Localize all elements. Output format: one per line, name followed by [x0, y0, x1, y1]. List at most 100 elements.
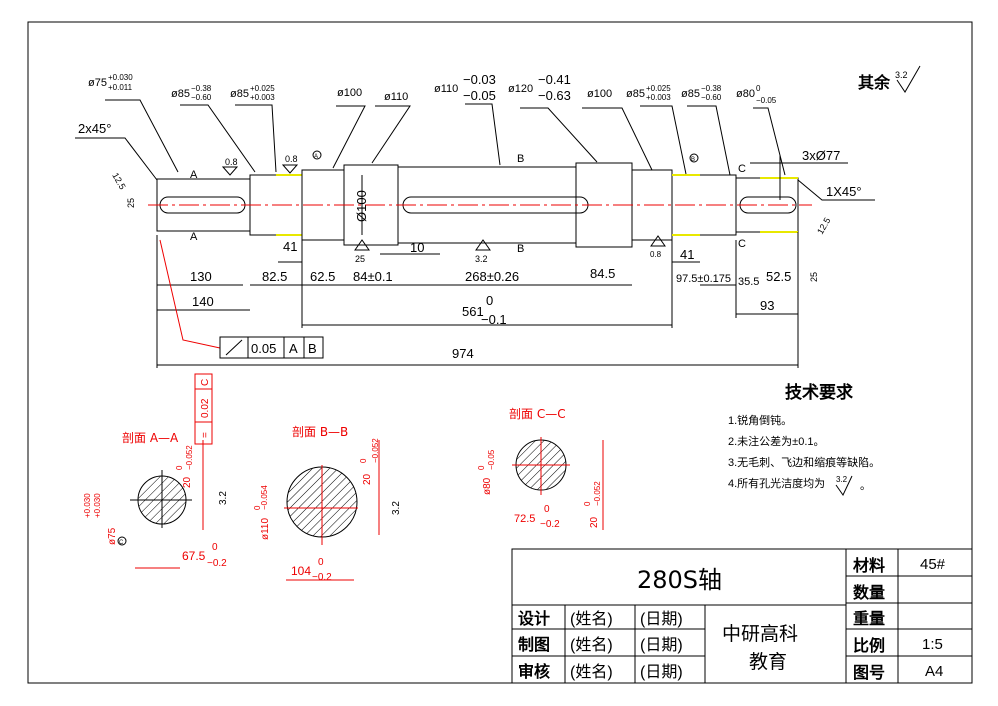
drawing-dims-d84-text: 84±0.1 [353, 269, 393, 284]
drawing-roughness-4-text: 3.2 [475, 254, 488, 264]
sections-bb-key_up-text: 0 [359, 458, 368, 463]
drawing-dims-d52_5-text: 52.5 [766, 269, 791, 284]
drawing-section_marks-b-text: B [517, 243, 524, 255]
title_block-rows-1-role-text: 制图 [518, 636, 550, 654]
title_block-rows-1-name-text: (姓名) [570, 636, 613, 654]
sections-cc-dia_up-text: 0 [477, 465, 486, 470]
sections-aa-depth-text: 67.5 [182, 549, 206, 563]
drawing-symmetry_frame-tolerance-text: 0.02 [200, 398, 211, 418]
title_block-fields-4-label-text: 图号 [853, 664, 885, 682]
drawing-datum_b-text: B [691, 157, 695, 163]
drawing-dims-d97_5-text: 97.5±0.175 [676, 273, 731, 285]
drawing-dims-d561_up-text: 0 [486, 293, 493, 308]
tech-title: 技术要求 [785, 382, 853, 402]
drawing-dims-d41b-text: 41 [680, 247, 694, 262]
section-c-c: 剖面 C—C ø80 0 −0.05 20 0 −0.052 72.5 0 −0… [477, 407, 604, 530]
sections-bb-title-text: 剖面 B—B [292, 425, 348, 439]
title_block-rows-2-name-text: (姓名) [570, 663, 613, 681]
sections-bb-depth_low-text: −0.2 [312, 572, 332, 583]
drawing-roughness-5-text: 0.8 [650, 250, 662, 259]
drawing-diameters-2-lower-text: +0.003 [250, 93, 275, 102]
sections-bb-depth-text: 104 [291, 564, 311, 578]
drawing-frame [27, 21, 973, 684]
tech-items-3-text: 4.所有孔光洁度均为 [728, 476, 825, 490]
drawing-diameters-9-base-text: ø85 [681, 88, 700, 100]
drawing-section_marks-b-text: B [517, 153, 524, 165]
drawing-section_marks-a-text: A [190, 169, 198, 181]
drawing-diameters-2-base-text: ø85 [230, 88, 249, 100]
drawing-roughness-3-text: 25 [355, 254, 365, 264]
drawing-dims-d93-text: 93 [760, 298, 774, 313]
sections-cc-dia_low-text: −0.05 [487, 449, 496, 470]
sections-cc-dia-text: ø80 [482, 477, 493, 495]
sections-cc-key_low-text: −0.052 [593, 481, 602, 506]
drawing-diameters-10-upper-text: 0 [756, 84, 761, 93]
roughness-marks: 12.5 0.8 0.8 25 3.2 0.8 12.5 25 25 [110, 154, 832, 282]
drawing-diameters-0-upper-text: +0.030 [108, 73, 133, 82]
drawing-dims-d35_5-text: 35.5 [738, 276, 759, 288]
title_block-fields-0-label-text: 材料 [853, 556, 885, 575]
drawing-roughness-1-text: 0.8 [225, 157, 238, 167]
sections-aa-title-text: 剖面 A—A [122, 431, 179, 445]
sections-aa-rough-text: 3.2 [218, 491, 229, 505]
drawing-section_marks-c-text: C [738, 238, 746, 250]
title_block-rows-0-name-text: (姓名) [570, 610, 613, 628]
shaft-view: Ø100 [148, 162, 812, 248]
title_block-rows-0-date-text: (日期) [640, 610, 683, 628]
sections-bb-dia_up-text: 0 [253, 505, 262, 510]
title_block-company_line1-text: 中研高科 [722, 623, 798, 645]
inner-dia-label: Ø100 [354, 190, 369, 222]
drawing-dims-d41a-text: 41 [283, 239, 297, 254]
drawing-symmetry_frame-datum-text: C [200, 379, 211, 386]
title_block-fields-3-value-text: 1:5 [922, 636, 943, 653]
title_block-rows-0-role-text: 设计 [518, 609, 550, 628]
title_block-fields-3-label-text: 比例 [853, 636, 885, 655]
drawing-diameters-9-upper-text: −0.38 [701, 84, 722, 93]
tech-items-2-text: 3.无毛刺、飞边和缩痕等缺陷。 [728, 455, 880, 469]
drawing-dims-d561-text: 561 [462, 304, 484, 319]
drawing-dims-d10-text: 10 [410, 240, 424, 255]
drawing-diameters-9-lower-text: −0.60 [701, 93, 722, 102]
drawing-diameters-10-lower-text: −0.05 [756, 96, 777, 105]
sections-cc-depth_low-text: −0.2 [540, 519, 560, 530]
drawing-section_marks-c-text: C [738, 163, 746, 175]
sections-bb-dia-text: ø110 [260, 518, 271, 540]
section-a-a: 剖面 A—A C 0.02 = ø75 +0.030 +0.030 20 0 −… [83, 373, 229, 569]
tech-items-1-text: 2.未注公差为±0.1。 [728, 434, 825, 448]
title_block-rows-2-role-text: 审核 [518, 662, 550, 681]
drawing-rest_roughness_value-text: 3.2 [895, 70, 908, 80]
sections-aa-dia_up-text: +0.030 [83, 493, 92, 518]
tech-items-0-text: 1.锐角倒钝。 [728, 413, 792, 427]
symmetry-tolerance-frame: C 0.02 = [194, 373, 213, 445]
drawing-dims-d268-text: 268±0.26 [465, 269, 519, 284]
sections-aa-depth_up-text: 0 [212, 542, 218, 553]
title_block-rows-2-date-text: (日期) [640, 663, 683, 681]
chamfer-right-label: 1X45° [826, 184, 862, 199]
runout-tolerance-frame: 0.05 A B [219, 336, 324, 359]
drawing-section_marks-a-text: A [190, 231, 198, 243]
sections-aa-dia-text: ø75 [107, 527, 118, 545]
drawing-diameters-2-upper-text: +0.025 [250, 84, 275, 93]
drawing-diameters-5-base-text: ø110 [434, 83, 458, 95]
diameter-callouts: ø75+0.030+0.011 ø85−0.38−0.60 ø85+0.025+… [75, 65, 921, 255]
shaft-segment-110b [397, 166, 577, 244]
drawing-diameters-1-base-text: ø85 [171, 88, 190, 100]
title_block-rows-1-date-text: (日期) [640, 636, 683, 654]
drawing-diameters-4-base-text: ø110 [384, 91, 408, 103]
drawing-runout_frame-datum2-text: B [308, 341, 317, 356]
sections-bb-rough-text: 3.2 [391, 501, 402, 515]
drawing-diameters-6-base-text: ø120 [508, 83, 533, 95]
drawing-roughness-2-text: 0.8 [285, 154, 298, 164]
title_block-fields-4-value-text: A4 [925, 663, 943, 680]
tech-item4_end-text: 。 [860, 480, 871, 492]
technical-requirements: 技术要求 1.锐角倒钝。 2.未注公差为±0.1。 3.无毛刺、飞边和缩痕等缺陷… [728, 382, 880, 496]
drawing-roughness-7-text: 25 [126, 198, 136, 208]
drawing-diameters-0-lower-text: +0.011 [108, 83, 133, 92]
drawing-diameters-10-base-text: ø80 [736, 88, 755, 100]
sections-cc-key_up-text: 0 [583, 501, 592, 506]
drawing-diameters-1-lower-text: −0.60 [191, 93, 212, 102]
drawing-diameters-5-upper-text: −0.03 [463, 72, 496, 87]
title_block-fields-0-value-text: 45# [920, 556, 946, 573]
part-name: 280S轴 [637, 566, 722, 594]
